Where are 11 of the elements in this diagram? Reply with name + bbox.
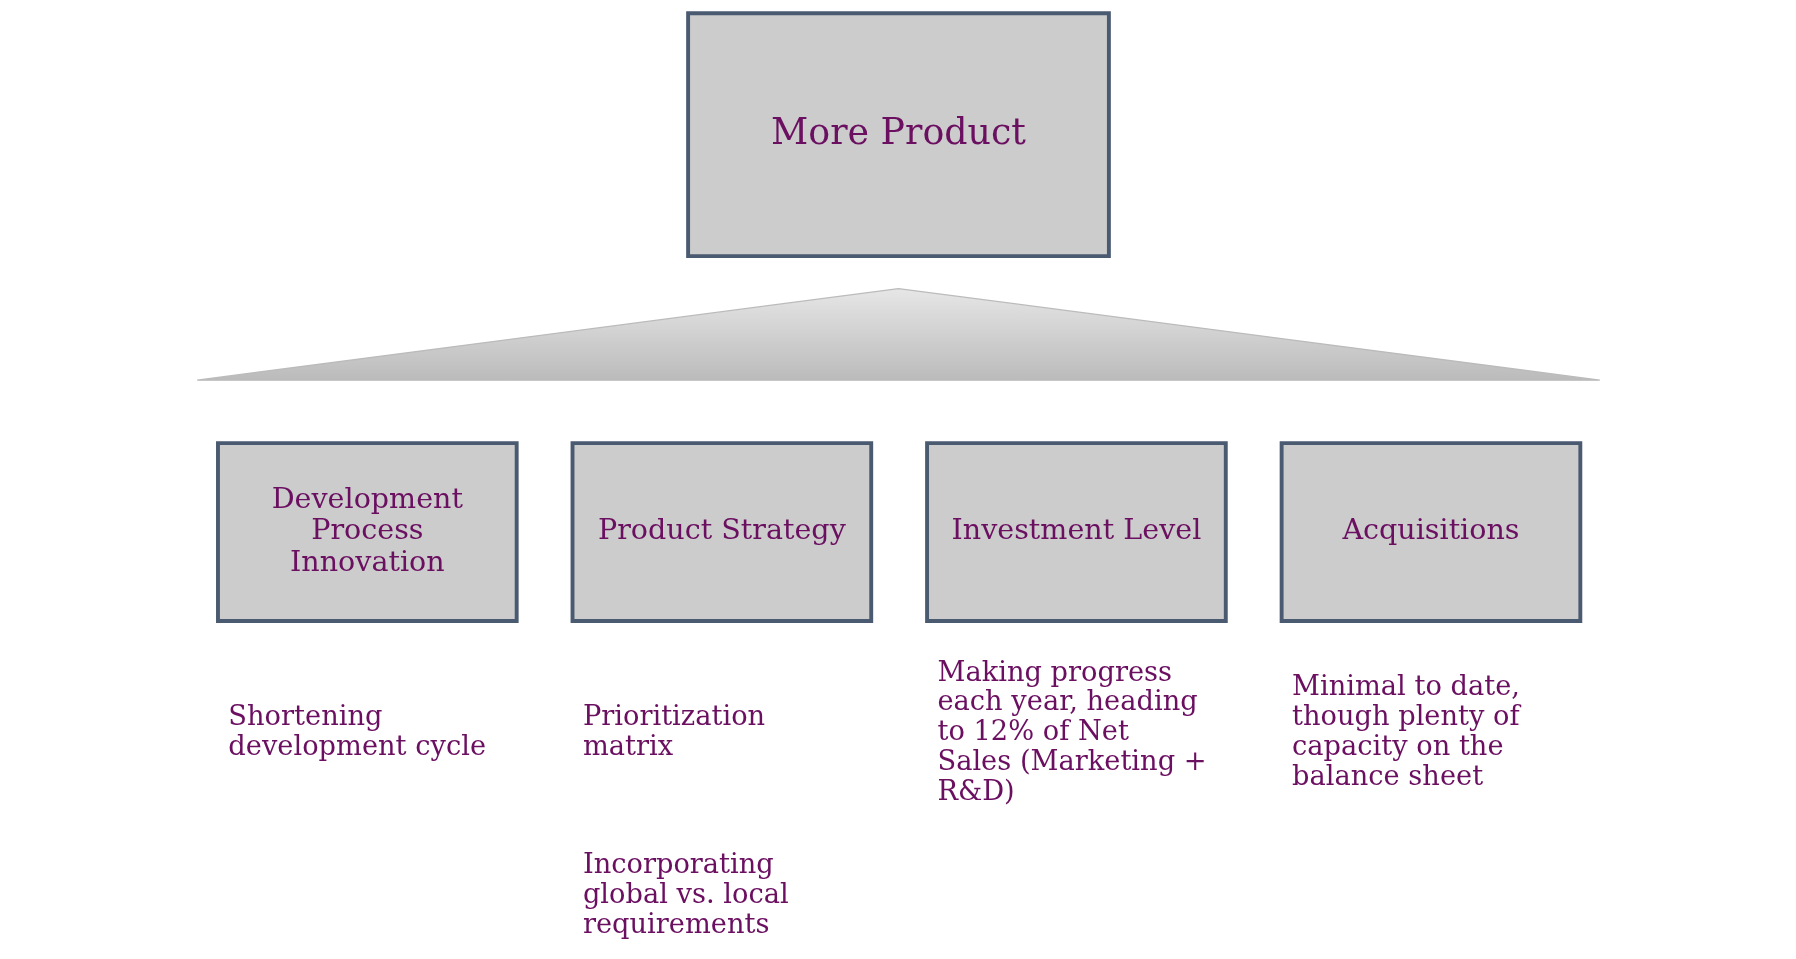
node-label: Minimal to date, though plenty of capacity on the balance sheet bbox=[1291, 670, 1520, 792]
node-label: Prioritization matrix bbox=[582, 700, 765, 762]
node-triangle bbox=[196, 287, 1600, 381]
node-label: Making progress each year, heading to 12% of Net Sales (Marketing + R&D) bbox=[936, 655, 1207, 807]
node-box: Investment Level bbox=[924, 441, 1228, 623]
node-box: Product Strategy bbox=[570, 441, 873, 623]
node-box: Development Process Innovation bbox=[215, 441, 519, 623]
node-box: More Product bbox=[685, 11, 1111, 259]
node-box: Acquisitions bbox=[1279, 441, 1582, 623]
node-label: Shortening development cycle bbox=[227, 700, 486, 762]
node-label: Incorporating global vs. local requirements bbox=[582, 847, 789, 939]
